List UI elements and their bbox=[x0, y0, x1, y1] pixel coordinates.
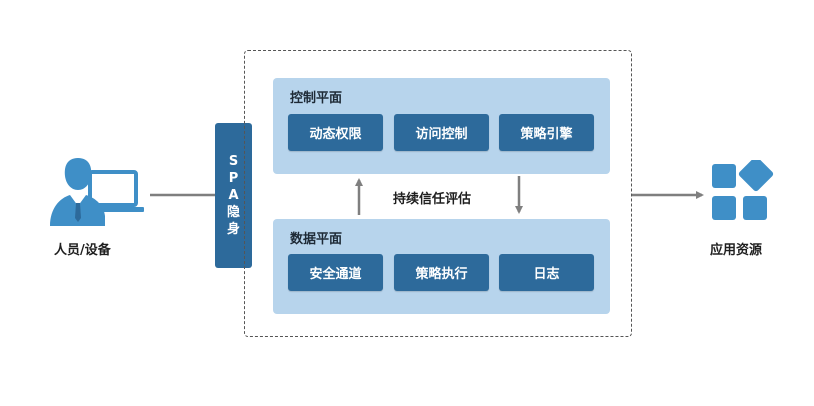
spa-char: 隐 bbox=[226, 205, 240, 220]
secure-channel-box: 安全通道 bbox=[288, 254, 383, 291]
control-plane-panel: 控制平面 动态权限 访问控制 策略引擎 bbox=[273, 78, 610, 174]
app-resource-label: 应用资源 bbox=[710, 243, 763, 258]
spa-char: S bbox=[228, 154, 239, 169]
policy-enforcement-box: 策略执行 bbox=[394, 254, 489, 291]
continuous-trust-evaluation-label: 持续信任评估 bbox=[393, 192, 472, 207]
user-label: 人员/设备 bbox=[54, 243, 111, 258]
control-plane-title: 控制平面 bbox=[290, 91, 343, 106]
app-grid-icon bbox=[712, 160, 774, 220]
data-plane-title: 数据平面 bbox=[290, 232, 343, 247]
spa-char: 身 bbox=[226, 222, 240, 237]
spa-char: A bbox=[228, 188, 239, 203]
zero-trust-container bbox=[244, 50, 632, 337]
access-control-box: 访问控制 bbox=[394, 114, 489, 151]
dynamic-permission-box: 动态权限 bbox=[288, 114, 383, 151]
log-box: 日志 bbox=[499, 254, 594, 291]
spa-char: P bbox=[228, 171, 239, 186]
data-plane-panel: 数据平面 安全通道 策略执行 日志 bbox=[273, 219, 610, 314]
user-with-laptop-icon bbox=[50, 158, 144, 226]
policy-engine-box: 策略引擎 bbox=[499, 114, 594, 151]
spa-stealth-bar: S P A 隐 身 bbox=[215, 123, 252, 268]
